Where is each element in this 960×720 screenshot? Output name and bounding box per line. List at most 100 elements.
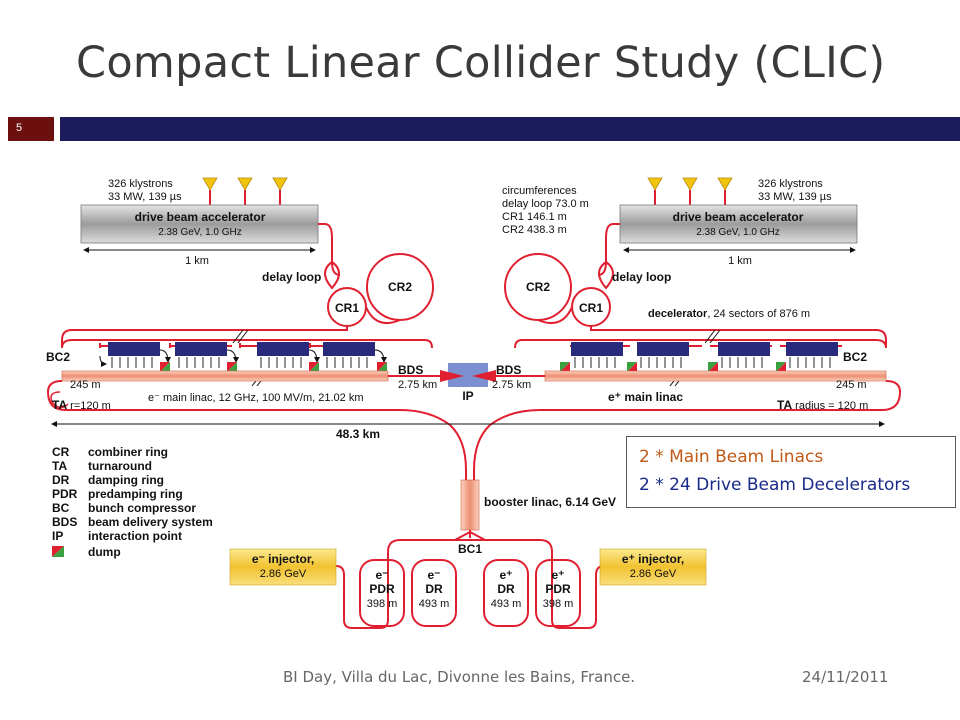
right-drive-beam-accelerator	[619, 204, 858, 244]
left-main-linac	[61, 370, 389, 382]
ta-right-detail: radius = 120 m	[792, 400, 868, 412]
left-accelerator-specs: 2.38 GeV, 1.0 GHz	[158, 227, 242, 238]
legend-text: bunch compressor	[88, 501, 196, 515]
ring-name: PDR	[545, 582, 571, 596]
legend-text: beam delivery system	[88, 515, 213, 529]
bds-right-length: 2.75 km	[492, 379, 531, 391]
eminus-injector-label: e⁻ injector,	[252, 552, 314, 566]
bc2-right-label: BC2	[843, 350, 867, 364]
legend-abbr: DR	[52, 473, 70, 487]
booster-linac-label: booster linac, 6.14 GeV	[484, 495, 616, 509]
ring-name: DR	[497, 582, 515, 596]
left-accelerator-length: 1 km	[185, 255, 209, 267]
legend-text: dump	[88, 545, 121, 559]
left-linac-label: e⁻ main linac, 12 GHz, 100 MV/m, 21.02 k…	[148, 392, 364, 404]
ring-particle: e⁺	[551, 568, 564, 582]
left-245m-label: 245 m	[70, 379, 101, 391]
eplus-injector-label: e⁺ injector,	[622, 552, 684, 566]
legend-abbr: PDR	[52, 487, 78, 501]
ring-eminus-dr: e⁻ DR 493 m	[419, 568, 450, 610]
legend-abbr: TA	[52, 459, 67, 473]
ip-label: IP	[462, 389, 473, 403]
ring-name: DR	[425, 582, 443, 596]
right-delay-loop-label: delay loop	[612, 270, 671, 284]
info-main-beam-linacs: 2 * Main Beam Linacs	[639, 447, 824, 467]
right-klystrons-count: 326 klystrons	[758, 178, 823, 190]
ring-particle: e⁻	[375, 568, 388, 582]
left-drive-beam-accelerator	[80, 204, 319, 244]
ring-length: 493 m	[491, 598, 522, 610]
decelerator-label: decelerator	[648, 308, 708, 320]
decelerator-detail: , 24 sectors of 876 m	[707, 308, 810, 320]
right-main-linac	[544, 370, 887, 382]
legend-text: damping ring	[88, 473, 164, 487]
left-klystron-icons	[202, 177, 288, 205]
left-accelerator-name: drive beam accelerator	[135, 210, 266, 224]
legend-text: turnaround	[88, 459, 152, 473]
info-box: 2 * Main Beam Linacs 2 * 24 Drive Beam D…	[626, 436, 956, 508]
eplus-injector	[599, 548, 707, 586]
right-cr2-label: CR2	[526, 280, 550, 294]
legend-text: predamping ring	[88, 487, 183, 501]
info-drive-beam-decelerators: 2 * 24 Drive Beam Decelerators	[639, 475, 911, 495]
footer-date: 24/11/2011	[802, 668, 889, 686]
svg-text:decelerator, 24 sectors of 876: decelerator, 24 sectors of 876 m	[648, 308, 810, 320]
ring-eminus-pdr: e⁻ PDR 398 m	[367, 568, 398, 610]
slide-number-box	[8, 117, 54, 141]
ring-length: 493 m	[419, 598, 450, 610]
legend-text: interaction point	[88, 529, 182, 543]
right-decelerator-sectors	[571, 342, 838, 368]
legend-text: combiner ring	[88, 445, 168, 459]
svg-text:TA radius = 120 m: TA radius = 120 m	[777, 398, 868, 412]
circumferences-title: circumferences	[502, 185, 577, 197]
eminus-injector	[229, 548, 337, 586]
ring-eplus-pdr: e⁺ PDR 398 m	[543, 568, 574, 610]
eminus-injector-energy: 2.86 GeV	[260, 568, 307, 580]
booster-linac	[460, 479, 480, 531]
legend-abbr: IP	[52, 529, 63, 543]
ta-right-label: TA	[777, 398, 792, 412]
right-cr1-label: CR1	[579, 301, 603, 315]
ring-eplus-dr: e⁺ DR 493 m	[491, 568, 522, 610]
left-cr1-label: CR1	[335, 301, 359, 315]
legend-abbr: CR	[52, 445, 70, 459]
dump-icon	[52, 546, 64, 557]
circumference-delay-loop: delay loop 73.0 m	[502, 198, 589, 210]
right-klystron-icons	[647, 177, 733, 205]
slide-number: 5	[16, 122, 23, 134]
right-drive-beam-complex: circumferences delay loop 73.0 m CR1 146…	[502, 177, 887, 348]
ring-name: PDR	[369, 582, 395, 596]
left-delay-loop-label: delay loop	[262, 270, 321, 284]
right-accelerator-length: 1 km	[728, 255, 752, 267]
legend-abbr: BC	[52, 501, 70, 515]
legend-abbr: BDS	[52, 515, 77, 529]
ring-length: 398 m	[367, 598, 398, 610]
beam-dumps	[160, 362, 786, 372]
right-245m-label: 245 m	[836, 379, 867, 391]
legend: CR combiner ring TA turnaround DR dampin…	[52, 445, 213, 559]
injector-complex: booster linac, 6.14 GeV BC1 e⁻ injector,…	[229, 470, 707, 629]
eplus-injector-energy: 2.86 GeV	[630, 568, 677, 580]
ta-left-detail: r=120 m	[67, 400, 111, 412]
left-cr2-label: CR2	[388, 280, 412, 294]
main-linacs: IP BDS 2.75 km BDS 2.75 km BC2 BC2 245 m…	[46, 329, 902, 471]
right-accelerator-specs: 2.38 GeV, 1.0 GHz	[696, 227, 780, 238]
slide-title: Compact Linear Collider Study (CLIC)	[76, 38, 886, 88]
left-drive-beam-complex: 326 klystrons 33 MW, 139 µs drive beam a…	[61, 177, 434, 348]
right-accelerator-name: drive beam accelerator	[673, 210, 804, 224]
right-linac-label: e⁺ main linac	[608, 390, 683, 404]
footer-event: BI Day, Villa du Lac, Divonne les Bains,…	[283, 668, 636, 686]
ring-length: 398 m	[543, 598, 574, 610]
svg-text:TA r=120 m: TA r=120 m	[52, 398, 111, 412]
left-klystrons-power: 33 MW, 139 µs	[108, 191, 182, 203]
circumference-cr1: CR1 146.1 m	[502, 211, 567, 223]
bc2-left-label: BC2	[46, 350, 70, 364]
header-bar	[60, 117, 960, 141]
left-klystrons-count: 326 klystrons	[108, 178, 173, 190]
total-length-label: 48.3 km	[336, 427, 380, 441]
bds-left-label: BDS	[398, 363, 423, 377]
bc1-label: BC1	[458, 542, 482, 556]
circumference-cr2: CR2 438.3 m	[502, 224, 567, 236]
ta-left-label: TA	[52, 398, 67, 412]
